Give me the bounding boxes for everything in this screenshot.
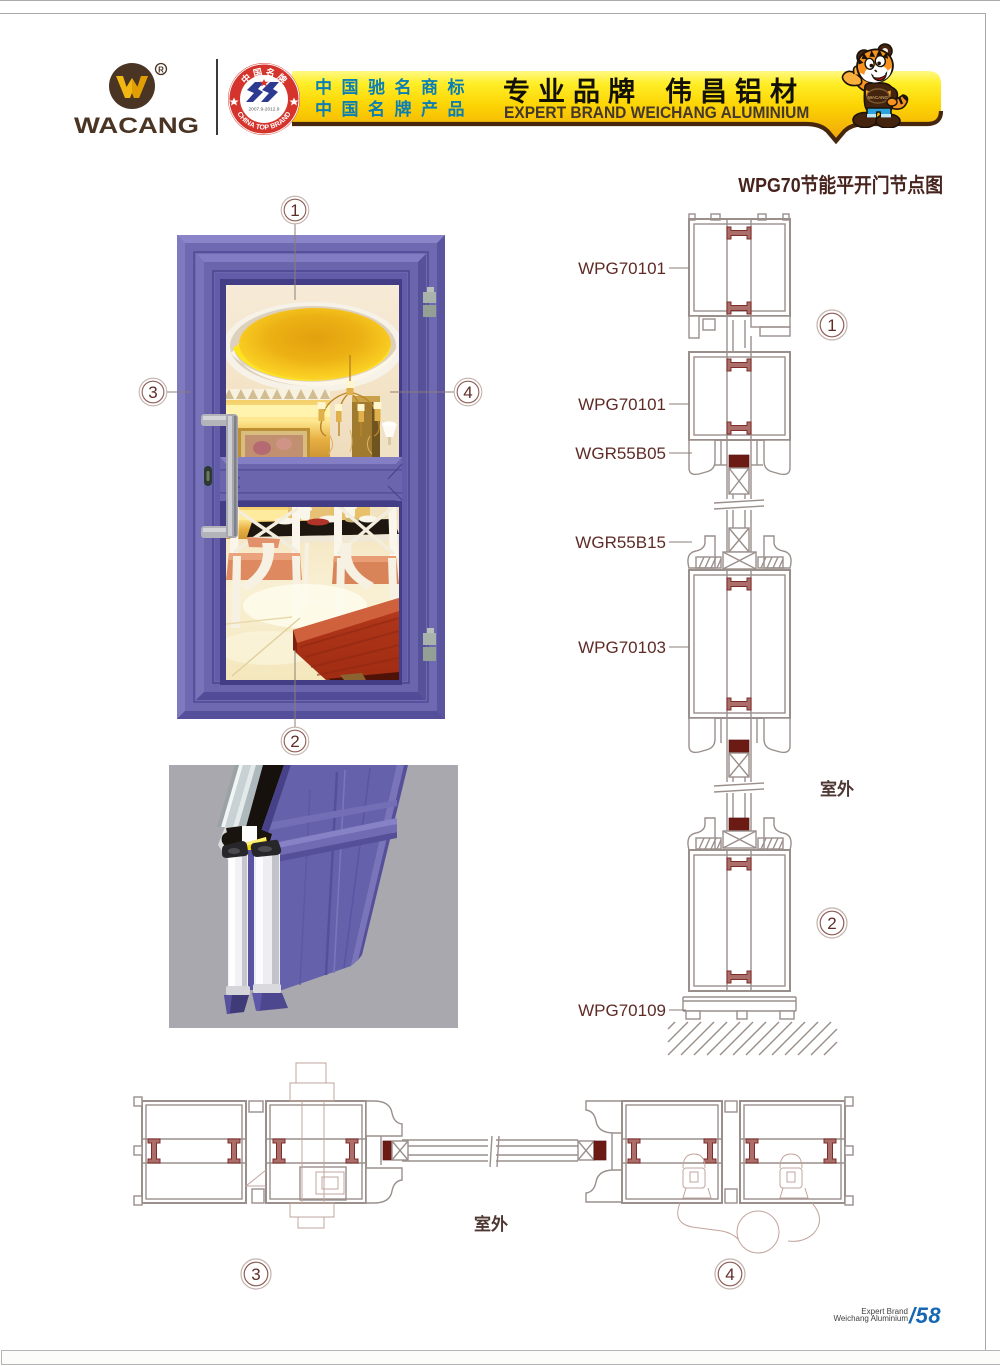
svg-text:3: 3 bbox=[251, 1265, 260, 1284]
svg-text:2007.9-2012.9: 2007.9-2012.9 bbox=[249, 107, 280, 113]
svg-text:R: R bbox=[158, 66, 164, 75]
svg-text:1: 1 bbox=[827, 316, 836, 335]
svg-text:室外: 室外 bbox=[474, 1214, 508, 1234]
svg-text:4: 4 bbox=[463, 383, 472, 402]
svg-text:WGR55B15: WGR55B15 bbox=[575, 533, 666, 552]
svg-text:WACANG: WACANG bbox=[868, 95, 889, 100]
svg-text:WPG70103: WPG70103 bbox=[578, 638, 666, 657]
svg-text:WACANG: WACANG bbox=[74, 113, 199, 138]
svg-text:WGR55B05: WGR55B05 bbox=[575, 444, 666, 463]
svg-text:1: 1 bbox=[290, 201, 299, 220]
svg-text:室外: 室外 bbox=[820, 779, 854, 799]
svg-text:2: 2 bbox=[290, 732, 299, 751]
svg-text:WPG70109: WPG70109 bbox=[578, 1001, 666, 1020]
svg-text:4: 4 bbox=[725, 1265, 734, 1284]
svg-text:WPG70101: WPG70101 bbox=[578, 259, 666, 278]
svg-text:WPG70101: WPG70101 bbox=[578, 395, 666, 414]
svg-text:2: 2 bbox=[827, 914, 836, 933]
svg-text:3: 3 bbox=[148, 383, 157, 402]
